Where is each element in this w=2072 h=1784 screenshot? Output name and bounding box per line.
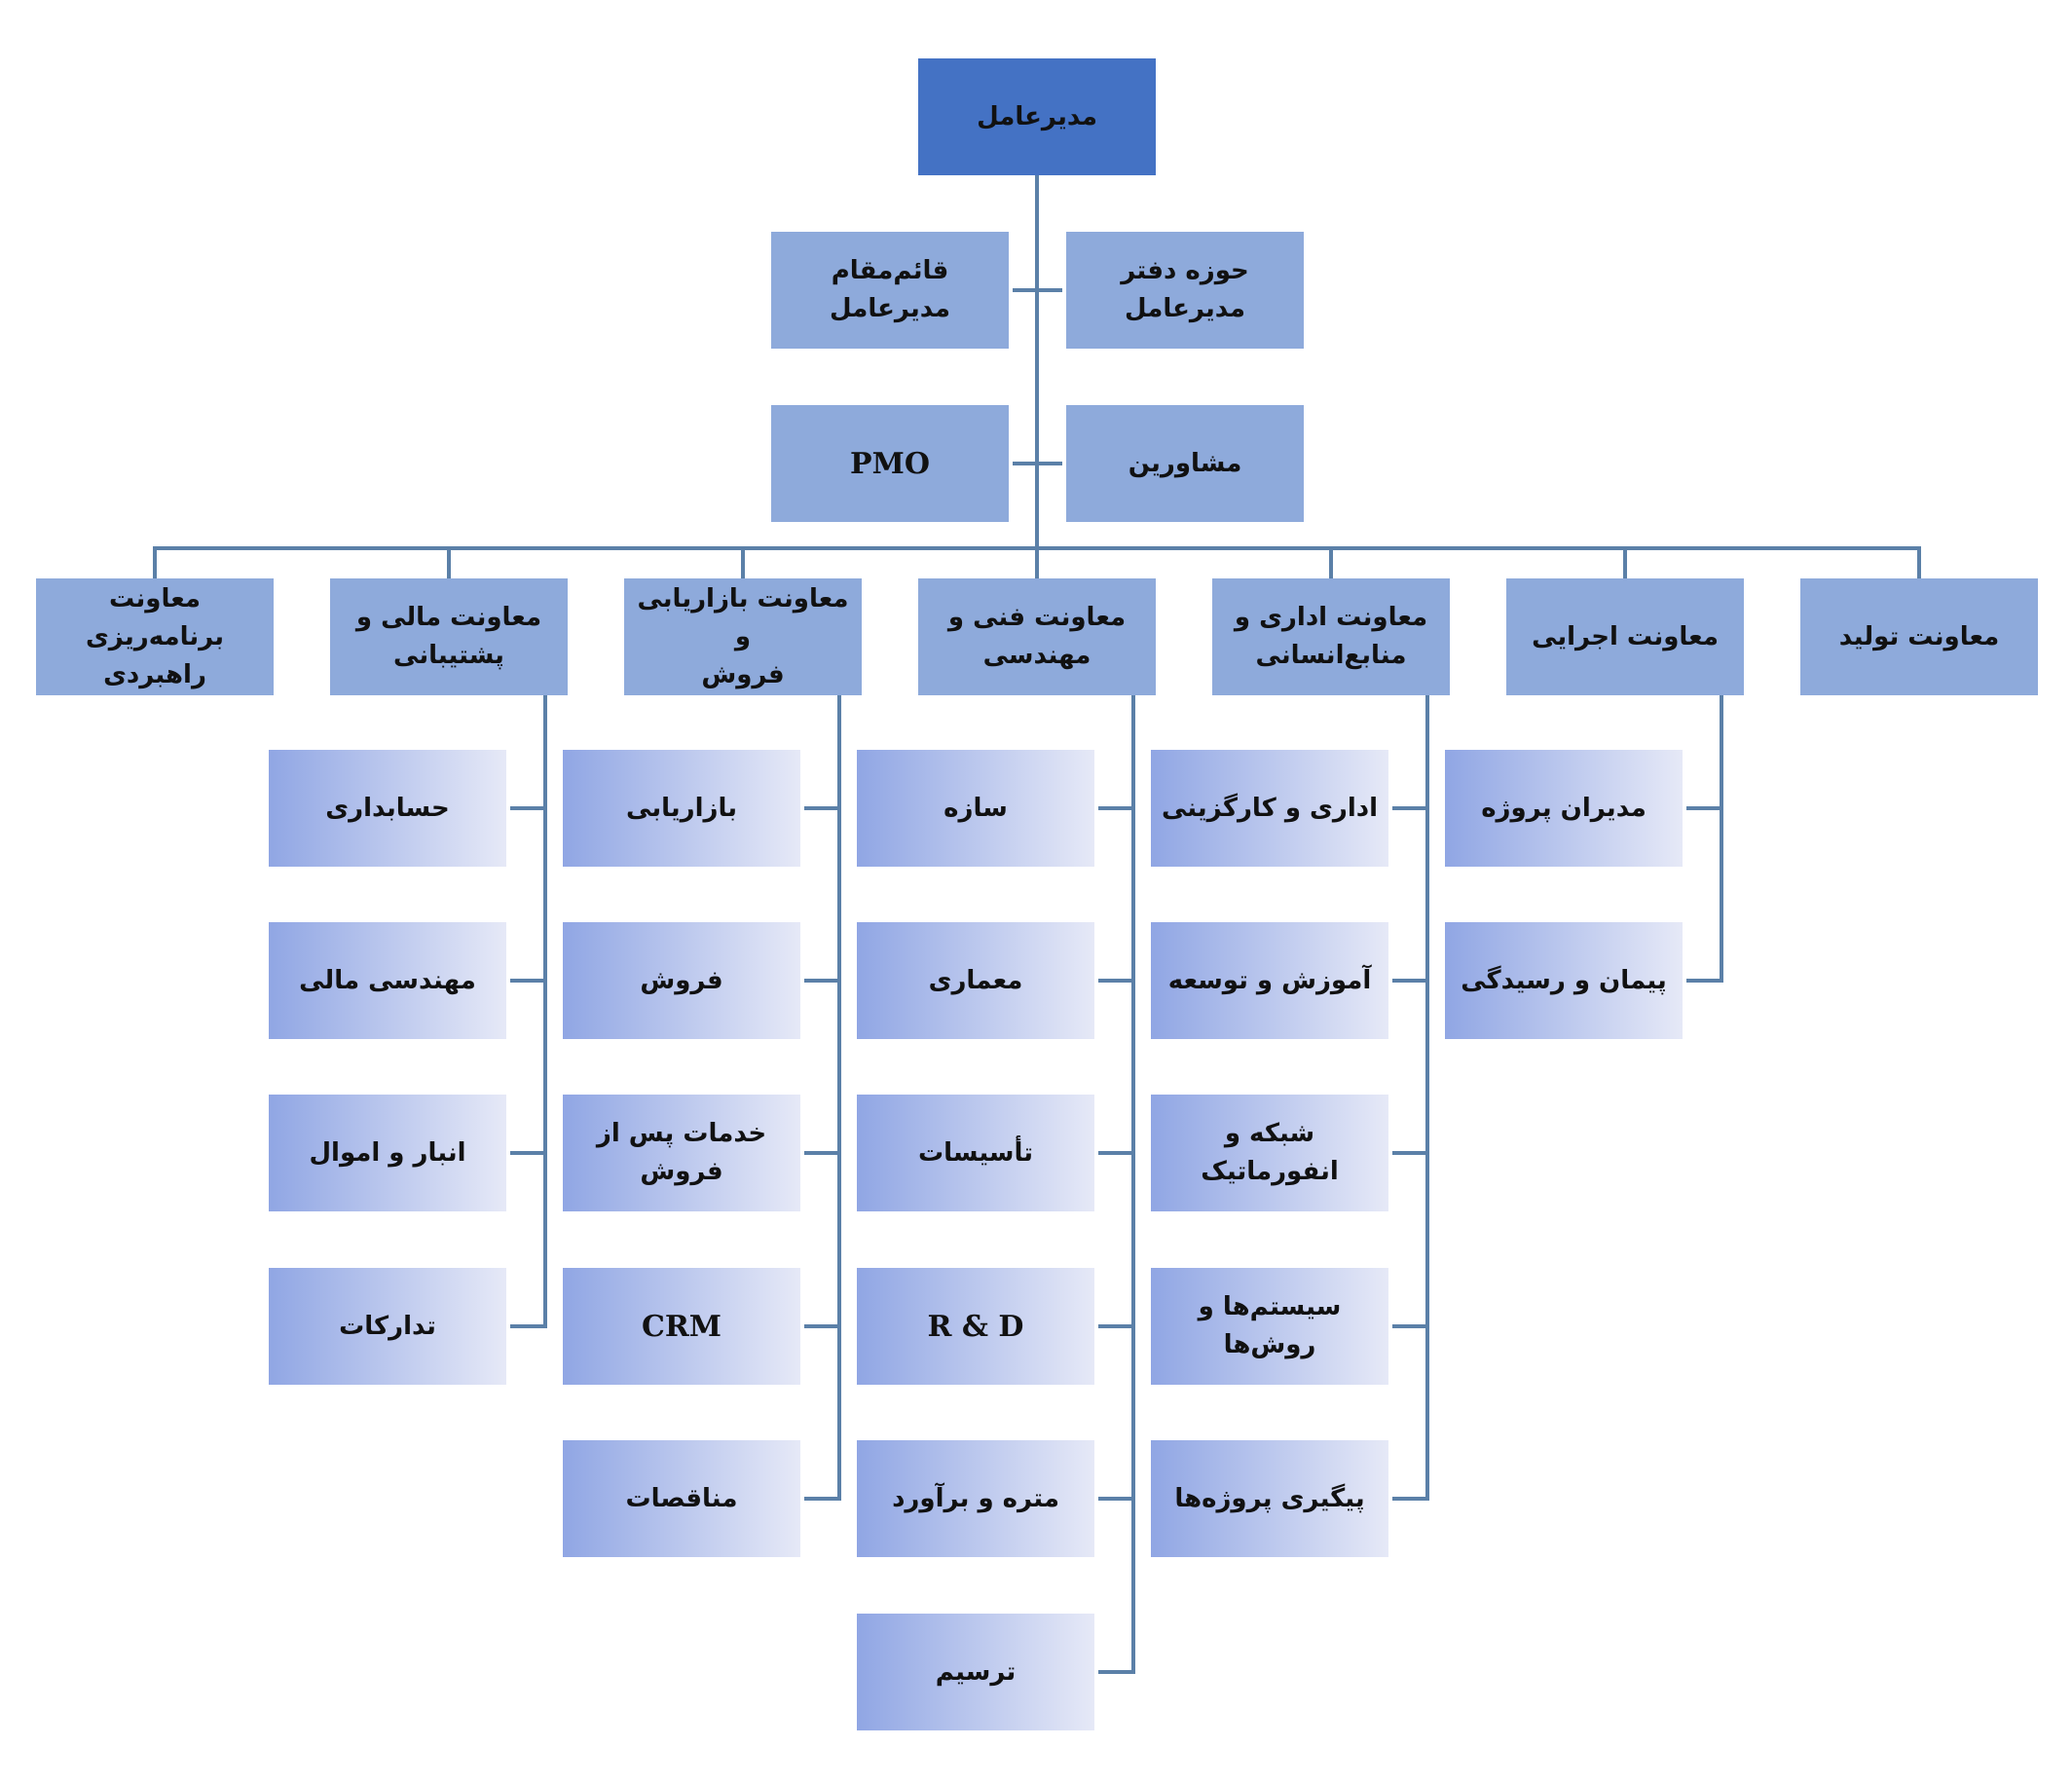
- node-architecture: معماری: [857, 922, 1094, 1039]
- node-vp-executive: معاونت اجرایی: [1506, 578, 1744, 695]
- node-accounting: حسابداری: [269, 750, 506, 867]
- node-vp-marketing-sales: معاونت بازاریابی و فروش: [624, 578, 862, 695]
- node-network-it: شبکه و انفورماتیک: [1151, 1095, 1388, 1211]
- node-administration-personnel: اداری و کارگزینی: [1151, 750, 1388, 867]
- node-project-managers: مدیران پروژه: [1445, 750, 1683, 867]
- node-estimation: متره و برآورد: [857, 1440, 1094, 1557]
- node-crm: CRM: [563, 1268, 800, 1385]
- node-drafting: ترسیم: [857, 1614, 1094, 1730]
- node-sales: فروش: [563, 922, 800, 1039]
- node-after-sales: خدمات پس از فروش: [563, 1095, 800, 1211]
- node-vp-production: معاونت تولید: [1800, 578, 2038, 695]
- node-systems-methods: سیستم‌ها و روش‌ها: [1151, 1268, 1388, 1385]
- node-vp-admin-hr: معاونت اداری و منابع‌انسانی: [1212, 578, 1450, 695]
- node-vp-finance-support: معاونت مالی و پشتیبانی: [330, 578, 568, 695]
- node-structure: سازه: [857, 750, 1094, 867]
- node-marketing: بازاریابی: [563, 750, 800, 867]
- node-advisors: مشاورین: [1066, 405, 1304, 522]
- node-pmo: PMO: [771, 405, 1009, 522]
- node-procurement: تدارکات: [269, 1268, 506, 1385]
- node-tenders: مناقصات: [563, 1440, 800, 1557]
- node-financial-engineering: مهندسی مالی: [269, 922, 506, 1039]
- node-vp-strategic-planning: معاونت برنامه‌ریزی راهبردی: [36, 578, 274, 695]
- node-warehouse-assets: انبار و اموال: [269, 1095, 506, 1211]
- node-ceo-office: حوزه دفتر مدیرعامل: [1066, 232, 1304, 349]
- node-project-followup: پیگیری پروژه‌ها: [1151, 1440, 1388, 1557]
- node-ceo: مدیرعامل: [918, 58, 1156, 175]
- node-contracts-review: پیمان و رسیدگی: [1445, 922, 1683, 1039]
- node-training-development: آموزش و توسعه: [1151, 922, 1388, 1039]
- node-installations: تأسیسات: [857, 1095, 1094, 1211]
- node-r-and-d: R & D: [857, 1268, 1094, 1385]
- node-deputy-ceo: قائم‌مقام مدیرعامل: [771, 232, 1009, 349]
- node-vp-technical-engineering: معاونت فنی و مهندسی: [918, 578, 1156, 695]
